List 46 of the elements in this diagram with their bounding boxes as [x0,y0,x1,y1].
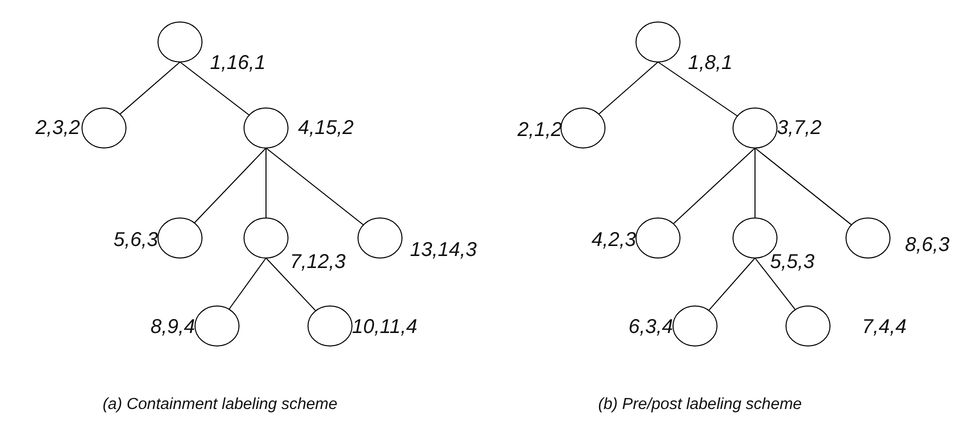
node-label: 4,2,3 [592,229,636,251]
connector-line [754,148,852,226]
circle-node [786,306,830,346]
circle-node [194,306,240,346]
node-label: 4,15,2 [298,117,354,139]
connector-line [266,148,364,226]
circle-node [158,22,202,62]
node-label: 7,4,4 [862,316,906,338]
circle-node [636,218,680,258]
connector-line [708,258,756,311]
connector-line [228,258,266,310]
connector-line [119,62,180,115]
node-label: 1,16,1 [210,52,266,74]
node-label: 6,3,4 [628,316,673,338]
node-label: 3,7,2 [777,117,822,139]
circle-node [82,108,126,148]
circle-node [244,218,288,258]
node-label: 8,6,3 [905,234,950,256]
node-label: 1,8,1 [688,52,732,74]
circle-node [244,108,288,148]
node-label: 10,11,4 [352,316,418,338]
circle-node [308,306,352,346]
circle-node [672,306,718,346]
connector-line [266,258,316,312]
connector-line [194,148,266,224]
connector-line [754,148,756,218]
node-label: 13,14,3 [410,239,477,261]
connector-line [180,62,250,116]
connector-line [754,258,796,310]
node-label: 2,1,2 [518,119,562,141]
circle-node [636,22,680,62]
node-label: 2,3,2 [36,117,80,139]
node-label: 8,9,4 [150,316,195,338]
node-label: 5,5,3 [770,251,814,273]
connector-line [598,62,658,115]
node-label: 7,12,3 [290,251,346,273]
circle-node [560,108,606,148]
caption-text: (a) Containment labeling scheme [102,396,338,414]
circle-node [732,108,778,148]
circle-node [846,218,890,258]
circle-node [158,218,202,258]
node-label: 5,6,3 [114,229,158,251]
connector-line [672,148,756,224]
caption-text: (b) Pre/post labeling scheme [598,396,802,414]
connector-line [658,62,738,117]
circle-node [358,218,402,258]
